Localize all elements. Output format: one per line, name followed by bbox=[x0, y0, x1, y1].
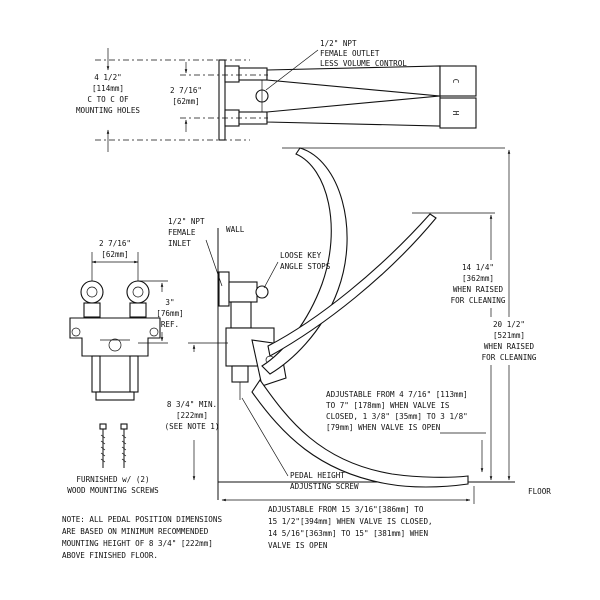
front-height-line-1: 3" bbox=[165, 298, 174, 307]
front-body bbox=[69, 317, 161, 357]
pedal-label-line-2: ADJUSTING SCREW bbox=[290, 482, 359, 491]
side-view: WALL FLOOR 14 1/4" [362mm] WHEN RAISED F… bbox=[165, 147, 551, 550]
adjustable-horizontal-line-1: ADJUSTABLE FROM 15 3/16"[386mm] TO bbox=[268, 505, 424, 514]
top-wall-plate bbox=[218, 59, 226, 141]
mount-spacing-line-4: MOUNTING HOLES bbox=[76, 106, 140, 115]
note-line-4: ABOVE FINISHED FLOOR. bbox=[62, 551, 158, 560]
raised20-line-3: WHEN RAISED bbox=[484, 342, 535, 351]
pedal-floor bbox=[251, 379, 469, 488]
side-pedal-screw bbox=[231, 365, 249, 383]
front-mount-hole-left bbox=[71, 327, 81, 337]
note-line-2: ARE BASED ON MINIMUM RECOMMENDED bbox=[62, 527, 209, 536]
side-inlet-line-1: 1/2" NPT bbox=[168, 217, 205, 226]
front-inlet-right bbox=[126, 280, 150, 304]
front-height-line-3: REF. bbox=[161, 320, 179, 329]
top-handle-cold bbox=[266, 65, 441, 97]
top-flange-upper bbox=[224, 65, 240, 83]
top-handle-tip-cold bbox=[439, 65, 477, 97]
screw-icon bbox=[120, 423, 128, 468]
adjustable-vertical-line-4: [79mm] WHEN VALVE IS OPEN bbox=[326, 423, 441, 432]
screw-icon bbox=[99, 423, 107, 468]
wall-label: WALL bbox=[226, 225, 245, 234]
mount-spacing-line-3: C TO C OF bbox=[87, 95, 129, 104]
adjustable-vertical-line-2: TO 7" [178mm] WHEN VALVE IS bbox=[326, 401, 450, 410]
note-line-3: MOUNTING HEIGHT OF 8 3/4" [222mm] bbox=[62, 539, 213, 548]
stops-label-line-2: ANGLE STOPS bbox=[280, 262, 331, 271]
screws-note-line-2: WOOD MOUNTING SCREWS bbox=[67, 486, 159, 495]
adjustable-horizontal-line-3: 14 5/16"[363mm] TO 15" [381mm] WHEN bbox=[268, 529, 428, 538]
top-valve-upper bbox=[238, 67, 268, 81]
raised20-line-2: [521mm] bbox=[493, 331, 525, 340]
min-height-line-1: 8 3/4" MIN. bbox=[167, 400, 217, 409]
screws-note-line-1: FURNISHED w/ (2) bbox=[76, 475, 149, 484]
front-view: 2 7/16" [62mm] 3" [76mm] REF. bbox=[67, 239, 183, 495]
min-height-line-3: (SEE NOTE 1) bbox=[165, 422, 220, 431]
top-view: C H 4 1/2" [114mm] C TO C OF MOUNTING HO… bbox=[76, 39, 477, 152]
mount-spacing-line-1: 4 1/2" bbox=[94, 73, 121, 82]
raised14-line-3: WHEN RAISED bbox=[453, 285, 504, 294]
stops-label-line-1: LOOSE KEY bbox=[280, 251, 322, 260]
side-inlet-line-2: FEMALE bbox=[168, 228, 196, 237]
note-block: NOTE: ALL PEDAL POSITION DIMENSIONS ARE … bbox=[62, 515, 222, 560]
handle-letter-h: H bbox=[451, 111, 460, 116]
top-handle-tip-hot bbox=[439, 97, 477, 129]
pedal-raised-high bbox=[261, 147, 348, 375]
adjustable-horizontal-line-4: VALVE IS OPEN bbox=[268, 541, 328, 550]
side-valve-body bbox=[228, 281, 258, 303]
inlet-spacing-line-1: 2 7/16" bbox=[170, 86, 202, 95]
front-spacing-line-1: 2 7/16" bbox=[99, 239, 131, 248]
adjustable-horizontal-line-2: 15 1/2"[394mm] WHEN VALVE IS CLOSED, bbox=[268, 517, 433, 526]
front-spacing-line-2: [62mm] bbox=[101, 250, 128, 259]
note-line-1: NOTE: ALL PEDAL POSITION DIMENSIONS bbox=[62, 515, 222, 524]
adjustable-vertical-line-3: CLOSED, 1 3/8" [35mm] TO 3 1/8" bbox=[326, 412, 468, 421]
front-mount-hole-right bbox=[149, 327, 159, 337]
top-handle-hot bbox=[266, 95, 441, 127]
floor-label: FLOOR bbox=[528, 487, 551, 496]
side-inlet-line-3: INLET bbox=[168, 239, 191, 248]
raised14-line-4: FOR CLEANING bbox=[451, 296, 506, 305]
outlet-label-line-1: 1/2" NPT bbox=[320, 39, 357, 48]
front-inlet-left bbox=[80, 280, 104, 304]
side-flange bbox=[218, 271, 230, 307]
handle-letter-c: C bbox=[451, 79, 460, 84]
pedal-label-line-1: PEDAL HEIGHT bbox=[290, 471, 345, 480]
inlet-spacing-line-2: [62mm] bbox=[172, 97, 199, 106]
mount-spacing-line-2: [114mm] bbox=[92, 84, 124, 93]
adjustable-vertical-line-1: ADJUSTABLE FROM 4 7/16" [113mm] bbox=[326, 390, 468, 399]
outlet-label-line-3: LESS VOLUME CONTROL bbox=[320, 59, 407, 68]
raised20-line-4: FOR CLEANING bbox=[482, 353, 537, 362]
raised14-line-2: [362mm] bbox=[462, 274, 494, 283]
front-height-line-2: [76mm] bbox=[156, 309, 183, 318]
min-height-line-2: [222mm] bbox=[176, 411, 208, 420]
raised14-line-1: 14 1/4" bbox=[462, 263, 494, 272]
outlet-label-line-2: FEMALE OUTLET bbox=[320, 49, 380, 58]
raised20-line-1: 20 1/2" bbox=[493, 320, 525, 329]
